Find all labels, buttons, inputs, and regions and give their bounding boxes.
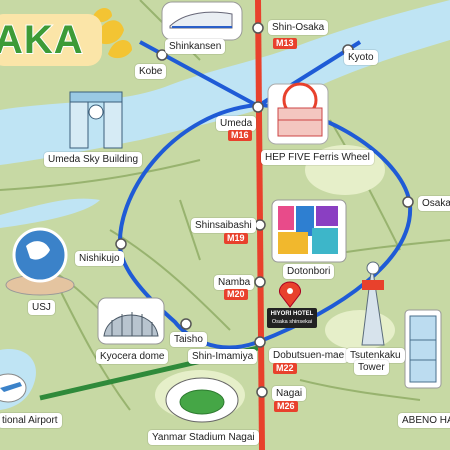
stadium-icon xyxy=(165,377,239,423)
hotel-name: HIYORI HOTEL xyxy=(270,311,314,317)
station-label-shinsaibashi[interactable]: Shinsaibashi xyxy=(191,218,256,233)
billboard-icon xyxy=(271,199,347,263)
station-dot-shinsaibashi[interactable] xyxy=(254,219,266,231)
station-label-nishikujo[interactable]: Nishikujo xyxy=(75,251,124,266)
station-label-dobutsuen-mae[interactable]: Dobutsuen-mae xyxy=(269,348,349,363)
title-background xyxy=(0,14,102,66)
station-dot-osaka[interactable] xyxy=(402,196,414,208)
landmark-label-dotonbori[interactable]: Dotonbori xyxy=(283,264,335,279)
airplane-icon xyxy=(0,373,27,403)
station-code-umeda: M16 xyxy=(228,130,252,141)
station-label-shin-imamiya[interactable]: Shin-Imamiya xyxy=(188,349,258,364)
high-rise-icon xyxy=(404,309,442,389)
globe-icon xyxy=(5,227,75,296)
station-code-namba: M20 xyxy=(224,289,248,300)
station-dot-umeda[interactable] xyxy=(252,101,264,113)
landmark-label-hep-five[interactable]: HEP FIVE Ferris Wheel xyxy=(261,150,374,165)
station-code-shinsaibashi: M19 xyxy=(224,233,248,244)
landmark-label-shinkansen[interactable]: Shinkansen xyxy=(165,39,226,54)
landmark-label-tsutenkaku[interactable]: Tsutenkaku xyxy=(346,348,405,363)
station-dot-kobe[interactable] xyxy=(156,49,168,61)
station-label-kobe[interactable]: Kobe xyxy=(135,64,167,79)
station-label-osaka[interactable]: Osaka xyxy=(418,196,450,211)
hotel-label[interactable]: HIYORI HOTEL Osaka shinsekai xyxy=(267,308,317,328)
station-code-dobutsuen-mae: M22 xyxy=(273,363,297,374)
landmark-label-yanmar-stadium[interactable]: Yanmar Stadium Nagai xyxy=(148,430,259,445)
bullet-train-icon xyxy=(161,1,243,41)
map-title: AKA xyxy=(0,17,84,63)
hotel-pin-icon[interactable] xyxy=(279,281,301,308)
station-dot-shin-osaka[interactable] xyxy=(252,22,264,34)
ginkgo-leaf-icon xyxy=(92,8,132,59)
station-code-nagai: M26 xyxy=(274,401,298,412)
landmark-label-umeda-sky-building[interactable]: Umeda Sky Building xyxy=(44,152,143,167)
canal xyxy=(0,198,100,228)
station-dot-shin-imamiya[interactable] xyxy=(254,336,266,348)
skyscraper-icon xyxy=(69,91,123,149)
landmark-label-usj[interactable]: USJ xyxy=(28,300,55,315)
landmark-label-airport[interactable]: tional Airport xyxy=(0,413,62,428)
station-code-shin-osaka: M13 xyxy=(273,38,297,49)
dome-icon xyxy=(97,297,165,345)
park xyxy=(325,310,395,350)
landmark-label-abeno-harukas[interactable]: ABENO HAR xyxy=(398,413,450,428)
station-label-taisho[interactable]: Taisho xyxy=(170,332,207,347)
station-dot-namba[interactable] xyxy=(254,276,266,288)
hotel-subtitle: Osaka shinsekai xyxy=(271,319,313,325)
station-label-shin-osaka[interactable]: Shin-Osaka xyxy=(268,20,329,35)
station-label-namba[interactable]: Namba xyxy=(214,275,255,290)
station-label-nagai[interactable]: Nagai xyxy=(272,386,307,401)
station-dot-nagai[interactable] xyxy=(256,386,268,398)
station-label-umeda[interactable]: Umeda xyxy=(216,116,257,131)
station-dot-nishikujo[interactable] xyxy=(115,238,127,250)
station-label-kyoto[interactable]: Kyoto xyxy=(344,50,378,65)
osaka-loop-line xyxy=(117,102,413,350)
ferris-wheel-icon xyxy=(267,82,329,145)
landmark-label-kyocera-dome[interactable]: Kyocera dome xyxy=(96,349,169,364)
station-dot-taisho[interactable] xyxy=(180,318,192,330)
tower-icon xyxy=(361,261,385,346)
landmark-label-tsutenkaku-tower[interactable]: Tower xyxy=(354,360,389,375)
station-dots xyxy=(115,22,414,398)
